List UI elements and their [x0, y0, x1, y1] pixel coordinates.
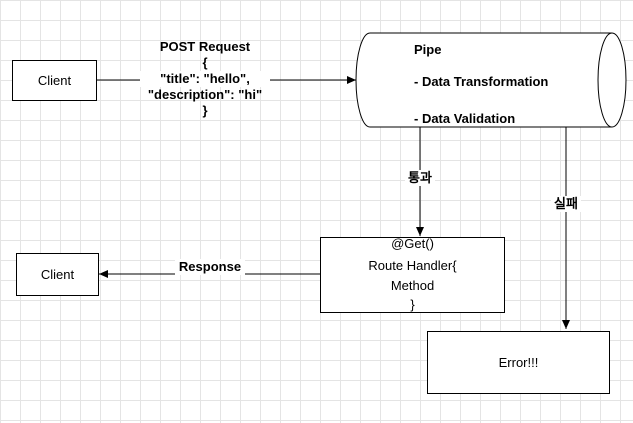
client-node-bottom: Client — [16, 253, 99, 296]
request-description-field: "description": "hi" — [147, 87, 263, 102]
client-label: Client — [40, 267, 75, 282]
pass-label: 통과 — [405, 170, 435, 186]
error-label: Error!!! — [498, 355, 539, 370]
client-node-top: Client — [12, 60, 97, 101]
client-label: Client — [37, 73, 72, 88]
handler-method: Method — [390, 278, 435, 293]
pipe-title: Pipe — [414, 42, 442, 57]
handler-brace-close: } — [410, 297, 415, 312]
request-label: POST Request { "title": "hello", "descri… — [140, 39, 270, 119]
response-label: Response — [175, 259, 245, 275]
pipe-validation: - Data Validation — [414, 111, 516, 126]
request-method: POST Request — [159, 39, 251, 54]
handler-decorator: @Get() — [391, 236, 434, 251]
request-title-field: "title": "hello", — [140, 71, 270, 87]
request-brace-close: } — [202, 103, 208, 118]
fail-label: 실패 — [551, 196, 581, 212]
pipe-transformation: - Data Transformation — [414, 74, 549, 89]
pipe-cylinder — [355, 32, 627, 128]
error-node: Error!!! — [427, 331, 610, 394]
handler-title: Route Handler{ — [368, 258, 457, 273]
request-brace-open: { — [202, 55, 208, 70]
route-handler-node: @Get() Route Handler{ Method } — [320, 236, 505, 313]
